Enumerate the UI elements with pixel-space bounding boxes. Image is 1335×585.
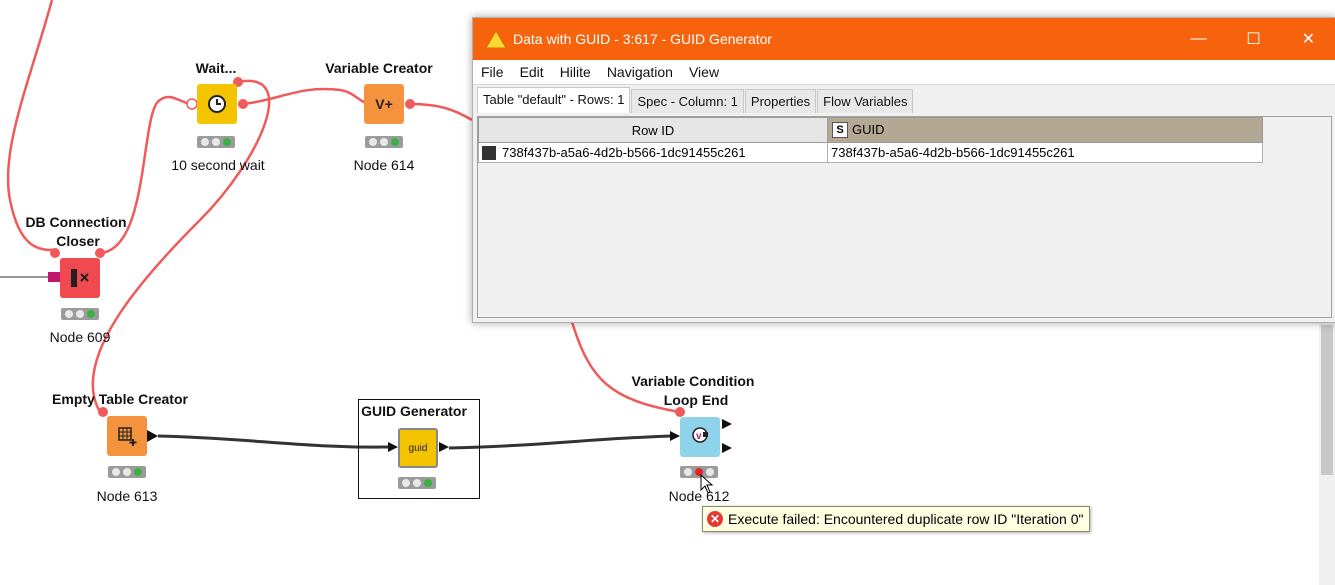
- menu-file[interactable]: File: [481, 64, 504, 80]
- tab-spec[interactable]: Spec - Column: 1: [631, 89, 744, 113]
- empty-table-status: [108, 466, 146, 478]
- menu-edit[interactable]: Edit: [519, 64, 544, 80]
- window-title: Data with GUID - 3:617 - GUID Generator: [513, 31, 773, 47]
- error-tooltip-text: Execute failed: Encountered duplicate ro…: [728, 511, 1084, 527]
- flow-port: [675, 407, 685, 417]
- empty-table-title: Empty Table Creator: [52, 391, 188, 407]
- flow-port: [50, 248, 60, 258]
- window-titlebar[interactable]: Data with GUID - 3:617 - GUID Generator …: [473, 18, 1335, 60]
- empty-table-label[interactable]: Node 613: [96, 488, 158, 504]
- port-arrow: [670, 431, 680, 441]
- db-closer-label[interactable]: Node 609: [49, 329, 111, 345]
- flow-port-unconnected: [186, 98, 198, 110]
- flow-port: [405, 99, 415, 109]
- maximize-button[interactable]: ☐: [1226, 18, 1281, 60]
- flow-connection: [242, 87, 373, 106]
- cursor-icon: [700, 474, 714, 494]
- close-icon: ✕: [1301, 31, 1316, 48]
- variable-creator-node[interactable]: V+: [364, 84, 404, 124]
- loop-end-title-2: Loop End: [663, 392, 729, 408]
- variable-plus-icon: V+: [375, 96, 393, 112]
- row-id-value: 738f437b-a5a6-4d2b-b566-1dc91455c261: [502, 144, 746, 160]
- wait-node-status: [197, 136, 235, 148]
- knime-warning-icon: [485, 30, 507, 49]
- error-tooltip: ✕ Execute failed: Encountered duplicate …: [702, 506, 1091, 532]
- wait-node[interactable]: [197, 84, 237, 124]
- guid-generator-title: GUID Generator: [361, 403, 467, 419]
- flow-port: [98, 407, 108, 417]
- menu-view[interactable]: View: [688, 64, 720, 80]
- port-arrow: [439, 442, 449, 452]
- minimize-icon: —: [1190, 30, 1207, 47]
- table-plus-icon: [118, 427, 137, 446]
- table-row[interactable]: 738f437b-a5a6-4d2b-b566-1dc91455c261 738…: [478, 142, 1263, 163]
- flow-connection: [570, 321, 681, 414]
- guid-cell[interactable]: 738f437b-a5a6-4d2b-b566-1dc91455c261: [827, 142, 1263, 163]
- guid-generator-node[interactable]: guid: [398, 428, 438, 468]
- db-closer-node[interactable]: [60, 258, 100, 298]
- variable-creator-status: [365, 136, 403, 148]
- flow-connection: [99, 95, 191, 255]
- data-connection: [448, 434, 673, 450]
- tab-bar: Table "default" - Rows: 1 Spec - Column:…: [473, 85, 1335, 113]
- tab-table[interactable]: Table "default" - Rows: 1: [477, 87, 631, 113]
- column-header-rowid[interactable]: Row ID: [478, 117, 828, 143]
- port-arrow: [388, 442, 398, 452]
- svg-text:v: v: [696, 431, 702, 442]
- error-icon: ✕: [707, 511, 723, 527]
- port-arrow: [722, 443, 732, 453]
- minimize-button[interactable]: —: [1171, 18, 1226, 60]
- db-port: [48, 272, 60, 282]
- string-type-icon: S: [832, 122, 848, 139]
- guid-generator-status: [398, 477, 436, 489]
- flow-port: [95, 248, 105, 258]
- row-marker: [482, 146, 496, 161]
- db-closer-title-2: Closer: [56, 233, 100, 249]
- db-close-icon: [71, 269, 89, 287]
- db-closer-title-1: DB Connection: [25, 214, 127, 230]
- selection-box: [358, 399, 480, 499]
- loop-end-node[interactable]: v: [680, 417, 720, 457]
- variable-creator-title: Variable Creator: [325, 60, 433, 76]
- data-connection: [157, 434, 389, 449]
- column-header-guid-label: GUID: [852, 121, 885, 137]
- close-button[interactable]: ✕: [1281, 18, 1335, 60]
- menu-hilite[interactable]: Hilite: [559, 64, 591, 80]
- wait-node-label[interactable]: 10 second wait: [171, 157, 265, 173]
- flow-port: [238, 99, 248, 109]
- wait-node-title: Wait...: [195, 60, 237, 76]
- loop-end-icon: v: [692, 427, 708, 443]
- maximize-icon: ☐: [1246, 31, 1261, 48]
- variable-creator-label[interactable]: Node 614: [353, 157, 415, 173]
- db-closer-status: [61, 308, 99, 320]
- row-id-cell[interactable]: 738f437b-a5a6-4d2b-b566-1dc91455c261: [478, 142, 828, 163]
- loop-end-title-1: Variable Condition: [631, 373, 755, 389]
- guid-icon: guid: [408, 442, 428, 454]
- tab-properties[interactable]: Properties: [744, 89, 817, 113]
- port-arrow: [722, 419, 732, 429]
- data-window[interactable]: Data with GUID - 3:617 - GUID Generator …: [472, 17, 1335, 323]
- port-arrow: [147, 430, 158, 442]
- menu-bar: File Edit Hilite Navigation View: [473, 60, 1335, 85]
- loop-end-status: [680, 466, 718, 478]
- clock-icon: [208, 95, 226, 113]
- flow-connection: [409, 102, 473, 122]
- flow-connection: [91, 79, 271, 413]
- tab-flow-variables[interactable]: Flow Variables: [817, 89, 914, 113]
- canvas-scrollbar-thumb[interactable]: [1321, 325, 1333, 475]
- loop-end-label[interactable]: Node 612: [668, 488, 730, 504]
- flow-connection: [6, 0, 56, 252]
- menu-navigation[interactable]: Navigation: [606, 64, 673, 80]
- empty-table-node[interactable]: [107, 416, 147, 456]
